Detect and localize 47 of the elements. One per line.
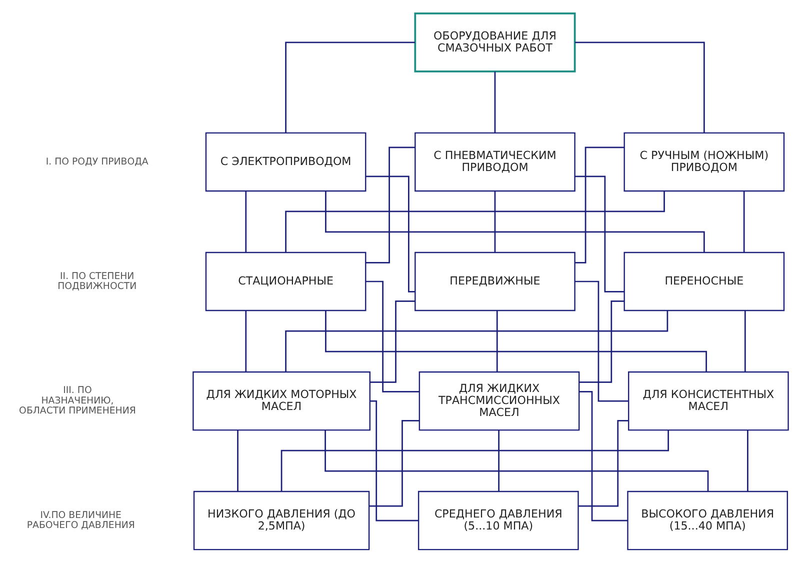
connector [366,146,416,264]
node-box: ПЕРЕНОСНЫЕ [624,252,785,312]
connector [324,430,709,492]
node-box: СРЕДНЕГО ДАВЛЕНИЯ (5...10 МПА) [418,490,579,550]
connector [575,146,624,264]
node-box: С ПНЕВМАТИЧЕСКИМ ПРИВОДОМ [414,132,576,192]
connector [494,191,496,252]
connector [574,42,705,133]
connector [494,72,496,133]
connector [579,390,628,522]
connector [370,300,416,383]
connector [744,310,746,372]
connector [743,191,745,252]
node-box: ОБОРУДОВАНИЕ ДЛЯ СМАЗОЧНЫХ РАБОТ [414,12,576,72]
connector [325,310,707,372]
node-box: НИЗКОГО ДАВЛЕНИЯ (ДО 2,5МПА) [193,490,370,550]
connector [574,176,624,292]
connector [285,42,415,133]
connector [285,191,665,252]
connector [496,310,498,372]
connector [575,280,629,402]
connector [325,191,705,252]
connector [285,310,668,372]
node-box: ДЛЯ ЖИДКИХ МОТОРНЫХ МАСЕЛ [192,371,370,431]
node-box: С ЭЛЕКТРОПРИВОДОМ [205,132,366,192]
node-box: ДЛЯ КОНСИСТЕНТНЫХ МАСЕЛ [628,371,789,431]
label: III. ПО НАЗНАЧЕНИЮ, ОБЛАСТИ ПРИМЕНЕНИЯ [19,385,136,417]
connector [280,430,669,492]
connector [370,400,418,522]
node-box: ДЛЯ ЖИДКИХ ТРАНСМИССИОННЫХ МАСЕЛ [418,371,580,431]
label: I. ПО РОДУ ПРИВОДА [46,156,148,168]
connector [245,310,247,372]
connector [578,420,628,507]
connector [245,191,247,252]
connector [237,430,238,492]
connector [498,430,500,492]
connector [369,420,420,507]
connector [579,300,624,383]
node-box: ПЕРЕДВИЖНЫЕ [414,252,576,312]
label: II. ПО СТЕПЕНИ ПОДВИЖНОСТИ [58,270,137,292]
label: IV.ПО ВЕЛИЧИНЕ РАБОЧЕГО ДАВЛЕНИЯ [26,510,135,532]
connector [747,430,748,492]
node-box: ВЫСОКОГО ДАВЛЕНИЯ (15...40 МПА) [627,490,788,550]
connector [366,280,420,392]
connector [366,176,415,292]
node-box: СТАЦИОНАРНЫЕ [205,252,366,312]
node-box: С РУЧНЫМ (НОЖНЫМ) ПРИВОДОМ [624,132,785,192]
